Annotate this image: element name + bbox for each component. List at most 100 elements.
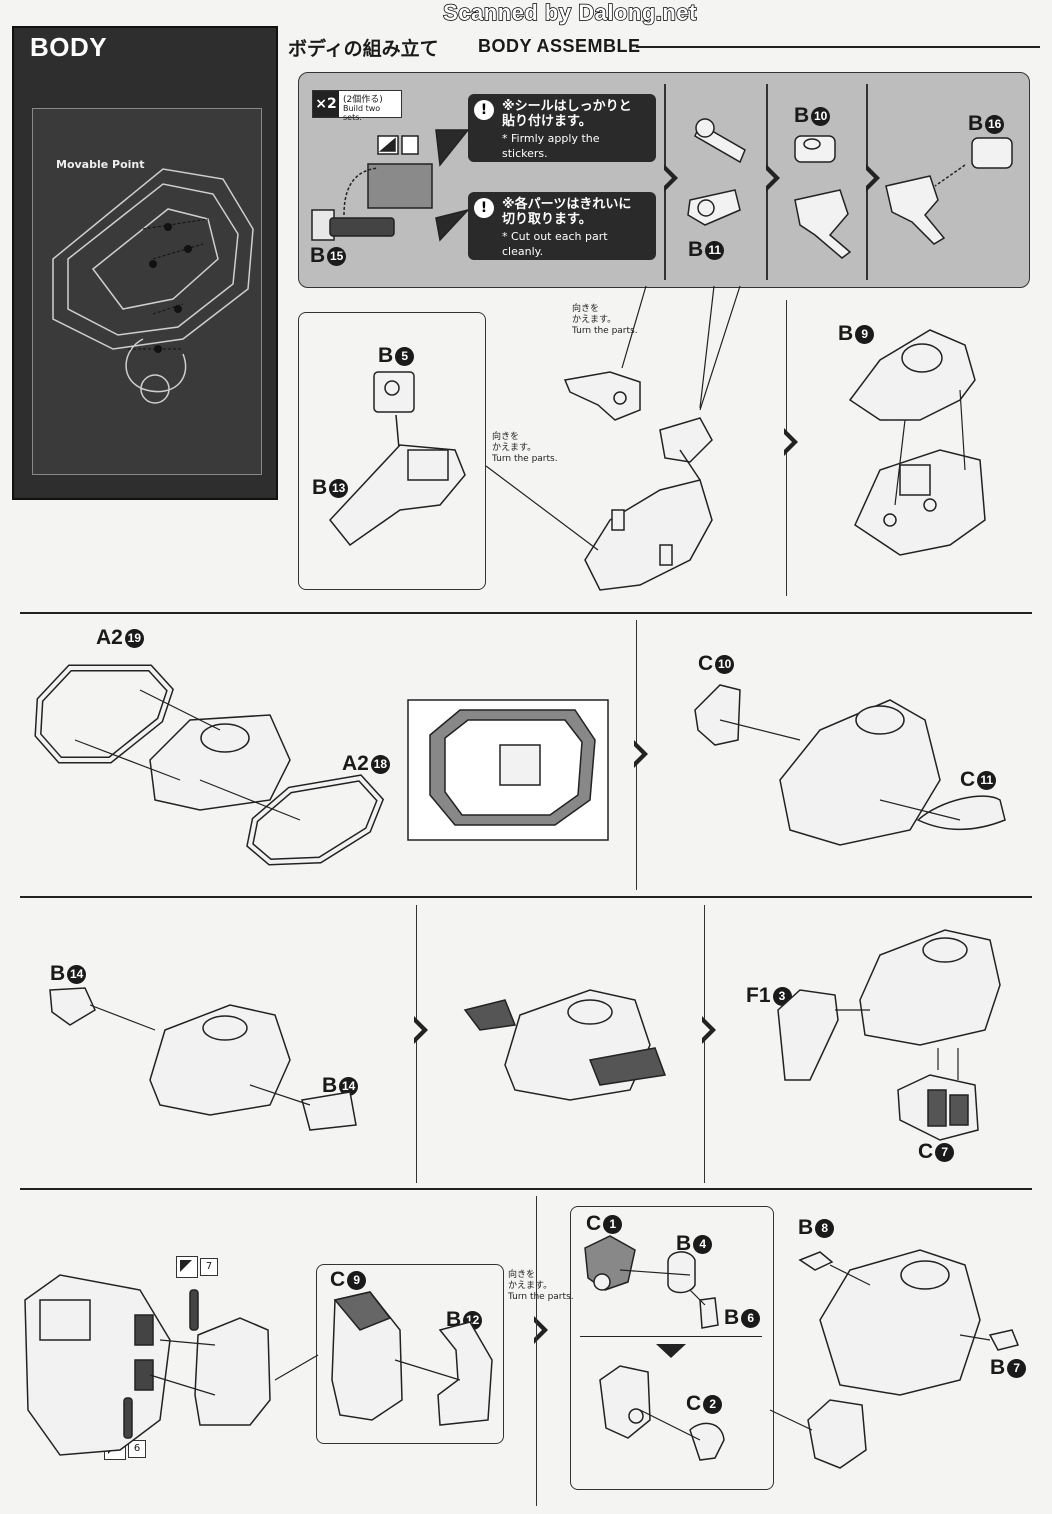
- sticker-7: 7: [176, 1256, 218, 1278]
- part-number-badge: 7: [935, 1143, 955, 1162]
- cut-note: ! ※各パーツはきれいに 切り取ります。 * Cut out each part…: [468, 192, 656, 260]
- next-step-arrow: [766, 164, 780, 192]
- part-number-badge: 4: [693, 1235, 713, 1254]
- next-step-arrow: [414, 1016, 428, 1044]
- title-english: BODY ASSEMBLE: [478, 36, 641, 56]
- part-letter: B: [378, 344, 394, 367]
- down-arrow-icon: [656, 1344, 686, 1358]
- section-separator: [20, 1188, 1032, 1190]
- part-letter: B: [838, 322, 854, 345]
- part-letter: B: [446, 1308, 462, 1331]
- part-letter: B: [676, 1232, 692, 1255]
- movable-point-label: Movable Point: [56, 158, 145, 171]
- subassembly-box: [298, 312, 486, 590]
- part-letter: C: [586, 1212, 602, 1235]
- exclamation-icon: !: [474, 100, 494, 120]
- part-letter: C: [330, 1268, 346, 1291]
- part-letter: B: [50, 962, 66, 985]
- build-sets-badge: ×2 (2個作る) Build two sets.: [312, 90, 402, 122]
- note-en-line: stickers.: [502, 147, 548, 160]
- section-label: BODY: [30, 32, 108, 62]
- exclamation-icon: !: [474, 198, 494, 218]
- x2-icon: ×2: [313, 91, 339, 117]
- part-number-badge: 3: [772, 987, 792, 1006]
- step-divider: [416, 905, 417, 1183]
- section-separator: [20, 896, 1032, 898]
- note-ja-line: ※シールはしっかりと: [502, 99, 632, 114]
- sticker-6: 6: [104, 1438, 146, 1460]
- part-number-badge: 18: [370, 755, 390, 774]
- turn-note-en: Turn the parts.: [492, 454, 558, 464]
- turn-note-ja: かえます。: [572, 315, 617, 325]
- subassembly-box: [570, 1206, 774, 1490]
- turn-note-ja: 向きを: [508, 1270, 536, 1280]
- part-number-badge: 8: [815, 1219, 835, 1238]
- part-letter: B: [798, 1216, 814, 1239]
- title-japanese: ボディの組み立て: [288, 38, 439, 60]
- part-number-badge: 1: [603, 1215, 623, 1234]
- note-ja-line: ※各パーツはきれいに: [502, 197, 632, 212]
- part-letter: B: [312, 476, 328, 499]
- part-number-badge: 10: [811, 107, 831, 126]
- subassembly-box: [316, 1264, 504, 1444]
- turn-note: 向きを かえます。 Turn the parts.: [572, 304, 638, 337]
- part-number-badge: 14: [67, 965, 87, 984]
- sticker-number: 6: [128, 1440, 146, 1458]
- note-en-line: * Firmly apply the: [502, 132, 600, 145]
- part-letter: A2: [96, 626, 123, 649]
- part-number-badge: 9: [347, 1271, 367, 1290]
- sticker-icon: [104, 1438, 126, 1460]
- part-number-badge: 7: [1007, 1359, 1027, 1378]
- sticker-note: ! ※シールはしっかりと 貼り付けます。 * Firmly apply the …: [468, 94, 656, 162]
- part-number-badge: 5: [395, 347, 415, 366]
- part-letter: B: [794, 104, 810, 127]
- section-separator: [20, 612, 1032, 614]
- note-en-line: * Cut out each part: [502, 230, 608, 243]
- part-number-badge: 19: [124, 629, 144, 648]
- sticker-number: 7: [200, 1258, 218, 1276]
- part-number-badge: 10: [715, 655, 735, 674]
- turn-note-ja: 向きを: [492, 432, 520, 442]
- part-letter: B: [310, 244, 326, 267]
- part-letter: A2: [342, 752, 369, 775]
- part-letter: C: [698, 652, 714, 675]
- body-wireframe-illustration: [52, 168, 254, 404]
- watermark-text: Scanned by Dalong.net: [442, 0, 697, 26]
- next-step-arrow: [702, 1016, 716, 1044]
- turn-note-ja: かえます。: [508, 1281, 553, 1291]
- step-divider: [536, 1196, 537, 1506]
- next-step-arrow: [634, 740, 648, 768]
- part-number-badge: 16: [985, 115, 1005, 134]
- part-letter: B: [688, 238, 704, 261]
- part-number-badge: 12: [463, 1311, 483, 1330]
- sticker-icon: [176, 1256, 198, 1278]
- part-letter: C: [960, 768, 976, 791]
- next-step-arrow: [664, 164, 678, 192]
- note-en-line: cleanly.: [502, 245, 544, 258]
- turn-note-en: Turn the parts.: [572, 326, 638, 336]
- build-sets-en: Build two sets.: [343, 104, 381, 122]
- part-letter: B: [990, 1356, 1006, 1379]
- part-number-badge: 2: [703, 1395, 723, 1414]
- next-step-arrow: [534, 1316, 548, 1344]
- title-rule: [636, 46, 1040, 48]
- part-letter: B: [322, 1074, 338, 1097]
- part-number-badge: 15: [327, 247, 347, 266]
